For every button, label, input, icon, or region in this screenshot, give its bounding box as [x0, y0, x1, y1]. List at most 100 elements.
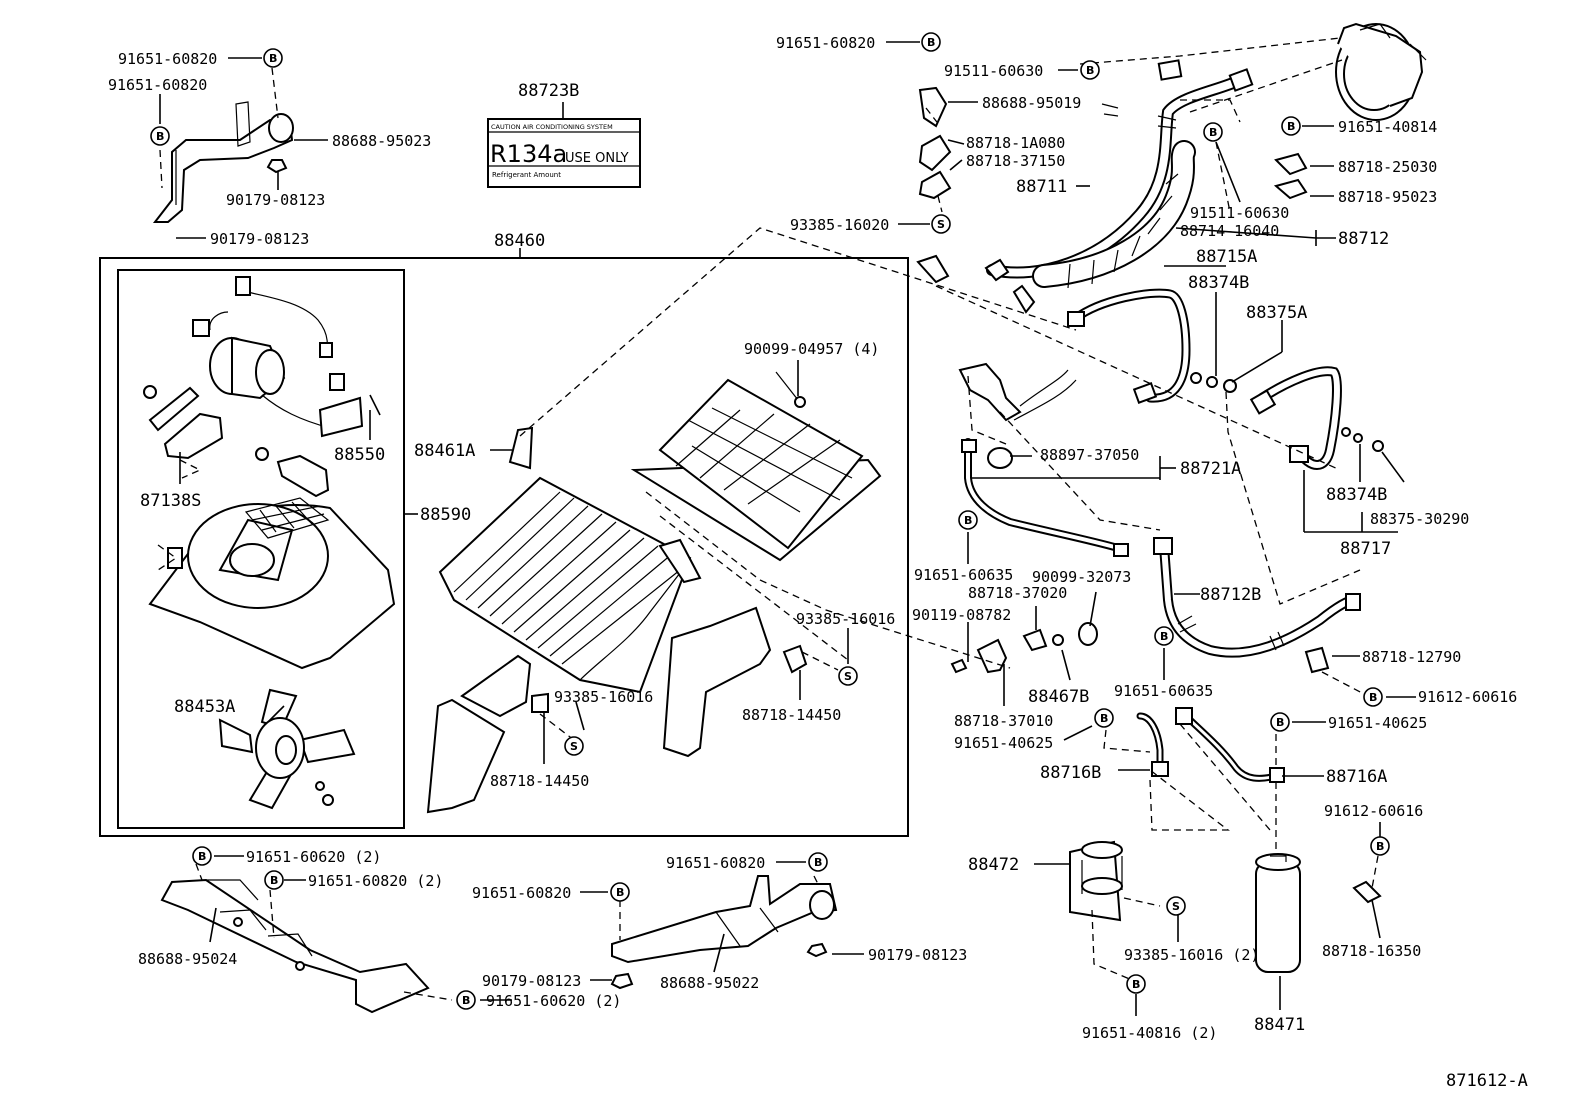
bolt-symbol-icon: B	[958, 510, 978, 530]
label-88718-37150: 88718-37150	[966, 152, 1065, 170]
svg-text:S: S	[844, 670, 852, 683]
label-91651-40814: 91651-40814	[1338, 118, 1437, 136]
label-88375-30290: 88375-30290	[1370, 510, 1469, 528]
bracket-88688-95024	[160, 878, 430, 1014]
label-88718-37020: 88718-37020	[968, 584, 1067, 602]
svg-text:B: B	[814, 856, 822, 869]
label-88897-37050: 88897-37050	[1040, 446, 1139, 464]
svg-text:B: B	[462, 994, 470, 1007]
screw-symbol-icon: S	[838, 666, 858, 686]
bracket-88688-95023	[152, 101, 294, 223]
assembly-88460-frame	[99, 257, 909, 837]
leader-lines	[159, 41, 1416, 1016]
label-88718-37010: 88718-37010	[954, 712, 1053, 730]
label-88688-95022: 88688-95022	[660, 974, 759, 992]
screw-symbols: S S S S	[564, 214, 1186, 916]
svg-text:B: B	[156, 130, 164, 143]
tube-88715A	[1067, 288, 1237, 404]
sheet-id: 871612-A	[1446, 1071, 1528, 1091]
label-88461A: 88461A	[414, 441, 475, 461]
label-87138S: 87138S	[140, 491, 201, 511]
label-88467B: 88467B	[1028, 687, 1089, 707]
label-91651-60820-2: 91651-60820 (2)	[308, 872, 443, 890]
label-91612-60616: 91612-60616	[1324, 802, 1423, 820]
svg-text:B: B	[198, 850, 206, 863]
caution-header: CAUTION AIR CONDITIONING SYSTEM	[491, 123, 613, 131]
label-88721A: 88721A	[1180, 459, 1241, 479]
svg-text:B: B	[1376, 840, 1384, 853]
svg-text:S: S	[570, 740, 578, 753]
label-88688-95024: 88688-95024	[138, 950, 237, 968]
bolt-symbol-icon: B	[1203, 122, 1223, 142]
condenser-88461A	[438, 371, 882, 694]
label-88460: 88460	[494, 231, 545, 251]
label-91651-40625: 91651-40625	[954, 734, 1053, 752]
caution-label: 88723B CAUTION AIR CONDITIONING SYSTEM R…	[487, 81, 641, 188]
label-91511-60630: 91511-60630	[944, 62, 1043, 80]
label-88375A: 88375A	[1246, 303, 1307, 323]
bolt-symbol-icon: B	[1126, 974, 1146, 994]
svg-text:B: B	[1100, 712, 1108, 725]
bolt-symbols: B B B B B B B B B B B B B B B B B B	[150, 32, 1390, 1010]
bolt-symbol-icon: B	[263, 48, 283, 68]
svg-text:B: B	[964, 514, 972, 527]
label-88715A: 88715A	[1196, 247, 1257, 267]
label-90179-08123: 90179-08123	[868, 946, 967, 964]
label-88550: 88550	[334, 445, 385, 465]
label-88590: 88590	[420, 505, 471, 525]
caution-main-text: R134a	[490, 140, 567, 168]
bolt-symbol-icon: B	[1363, 687, 1383, 707]
label-90179-08123: 90179-08123	[482, 972, 581, 990]
clamps-right	[918, 86, 1382, 904]
svg-text:B: B	[1276, 716, 1284, 729]
label-90179-08123: 90179-08123	[210, 230, 309, 248]
label-91651-60820: 91651-60820	[472, 884, 571, 902]
bolt-symbol-icon: B	[264, 870, 284, 890]
caution-label-partno: 88723B	[518, 81, 579, 101]
svg-text:B: B	[1369, 691, 1377, 704]
fan-88453A	[218, 688, 356, 810]
label-90119-08782: 90119-08782	[912, 606, 1011, 624]
label-88688-95023: 88688-95023	[332, 132, 431, 150]
label-93385-16016-2: 93385-16016 (2)	[1124, 946, 1259, 964]
label-88714-16040: 88714-16040	[1180, 222, 1279, 240]
screw-symbol-icon: S	[1166, 896, 1186, 916]
hose-88714-16040	[984, 68, 1254, 314]
compressor	[1335, 22, 1427, 121]
bolt-symbol-icon: B	[1154, 626, 1174, 646]
condenser-brackets	[426, 606, 808, 814]
bolt-symbol-icon: B	[1094, 708, 1114, 728]
screw-symbol-icon: S	[931, 214, 951, 234]
label-91651-60820: 91651-60820	[118, 50, 217, 68]
label-88718-16350: 88718-16350	[1322, 942, 1421, 960]
svg-text:S: S	[937, 218, 945, 231]
label-88471: 88471	[1254, 1015, 1305, 1035]
label-91651-40625: 91651-40625	[1328, 714, 1427, 732]
label-91651-60820: 91651-60820	[108, 76, 207, 94]
label-91651-60620-2: 91651-60620 (2)	[486, 992, 621, 1010]
bolt-symbol-icon: B	[192, 846, 212, 866]
bolt-symbol-icon: B	[1370, 836, 1390, 856]
bolt-symbol-icon: B	[1270, 712, 1290, 732]
label-91651-60820: 91651-60820	[776, 34, 875, 52]
tube-88721A	[958, 362, 1129, 557]
label-88688-95019: 88688-95019	[982, 94, 1081, 112]
bracket-88472	[1069, 840, 1123, 922]
svg-text:B: B	[269, 52, 277, 65]
screw-symbol-icon: S	[564, 736, 584, 756]
label-88712B: 88712B	[1200, 585, 1261, 605]
label-93385-16016: 93385-16016	[796, 610, 895, 628]
label-91612-60616: 91612-60616	[1418, 688, 1517, 706]
label-91651-60620-2: 91651-60620 (2)	[246, 848, 381, 866]
svg-text:S: S	[1172, 900, 1180, 913]
bolt-symbol-icon: B	[1281, 116, 1301, 136]
tube-88717	[1249, 366, 1384, 470]
label-88711: 88711	[1016, 177, 1067, 197]
svg-text:B: B	[1086, 64, 1094, 77]
bolt-symbol-icon: B	[456, 990, 476, 1010]
label-93385-16020: 93385-16020	[790, 216, 889, 234]
caution-main-sub: USE ONLY	[565, 151, 629, 166]
label-88472: 88472	[968, 855, 1019, 875]
svg-text:B: B	[1132, 978, 1140, 991]
